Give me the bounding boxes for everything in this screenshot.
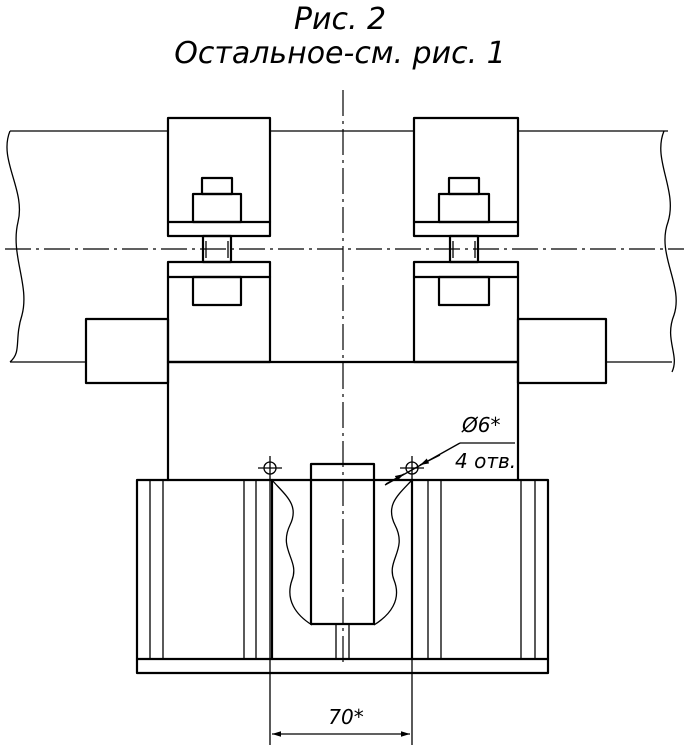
mounting-holes — [258, 456, 424, 480]
rail-beam — [5, 130, 684, 373]
leader-arrow-b — [419, 454, 441, 466]
figure-title: Рис. 2 — [294, 2, 386, 37]
break-wave-left — [271, 479, 313, 626]
left-clamp — [166, 116, 272, 364]
break-line-left — [6, 130, 25, 363]
leader-arrow-a — [385, 473, 405, 485]
hole-count-label: 4 отв. — [455, 449, 516, 473]
right-lug — [516, 317, 608, 385]
right-clamp — [412, 116, 520, 364]
break-wave-right — [373, 479, 413, 626]
right-nut — [437, 192, 491, 224]
break-line-right — [660, 130, 677, 373]
left-nut — [191, 192, 243, 224]
hole-diameter-label: Ø6* — [461, 413, 500, 437]
spacing-label: 70* — [328, 705, 363, 729]
left-nut-top — [200, 176, 234, 196]
left-lug — [84, 317, 170, 385]
figure-subtitle: Остальное-см. рис. 1 — [174, 36, 505, 71]
spacing-dimension: 70* — [269, 480, 413, 745]
right-bolt-head — [437, 275, 491, 307]
hole-callout: Ø6* 4 отв. — [384, 413, 516, 486]
left-bolt-head — [191, 275, 243, 307]
central-body — [166, 360, 520, 482]
right-nut-top — [447, 176, 481, 196]
